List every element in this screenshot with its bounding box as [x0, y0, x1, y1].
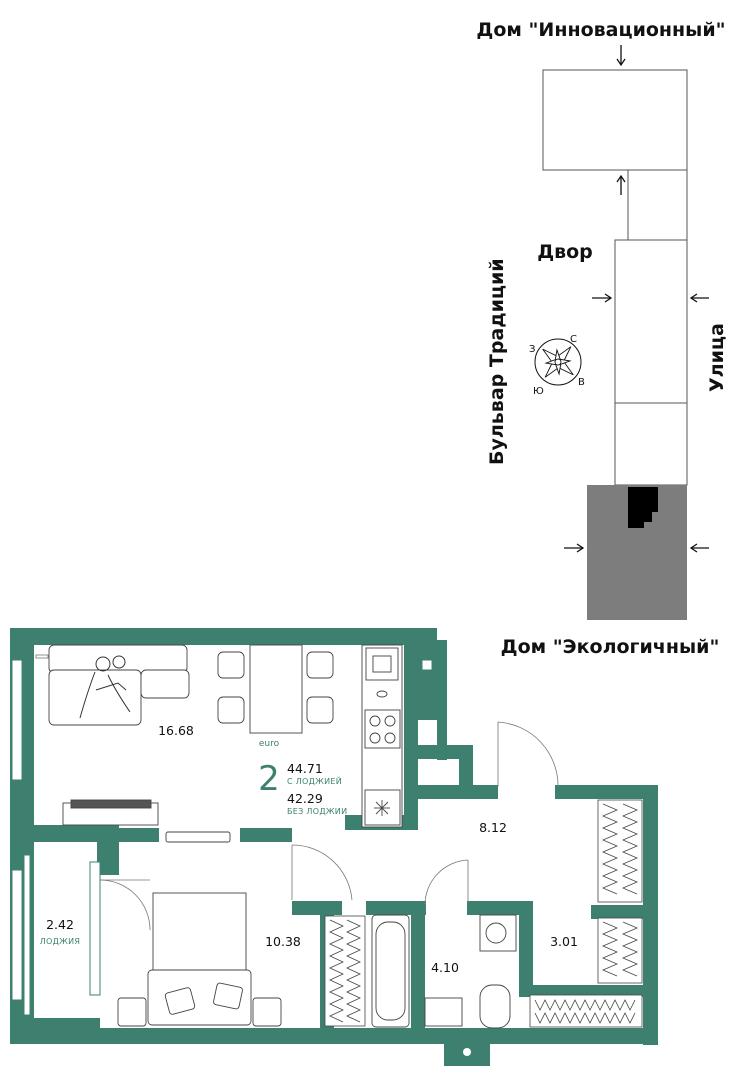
compass-rose: С В Ю З — [529, 334, 585, 397]
room-area-bathroom: 4.10 — [431, 960, 459, 975]
sofa-icon — [48, 669, 142, 726]
cooktop-icon — [364, 709, 401, 749]
bedroom-furniture — [117, 831, 282, 1027]
bathroom-fixtures — [371, 914, 517, 1029]
loggia-caption: ЛОДЖИЯ — [40, 937, 81, 946]
sofa-back-icon — [48, 644, 188, 674]
kitchen — [361, 644, 403, 828]
radiator-zigzag — [329, 919, 344, 1023]
tap-icon — [376, 690, 388, 698]
label-street: Улица — [706, 323, 728, 392]
chair-icon — [306, 696, 334, 724]
room-area-living: 16.68 — [158, 723, 194, 738]
label-yard: Двор — [537, 241, 593, 263]
site-plan: Дом "Инновационный" Двор Дом "Экологичны… — [476, 19, 728, 658]
compass-east: В — [578, 377, 585, 388]
radiator-zigzag — [621, 921, 639, 977]
room-area-loggia: 2.42 — [46, 917, 74, 932]
with-loggia-caption: С ЛОДЖИЕЙ — [287, 775, 342, 786]
without-loggia-caption: БЕЗ ЛОДЖИИ — [287, 807, 347, 816]
chair-icon — [217, 696, 245, 724]
radiator-zigzag — [601, 921, 619, 977]
compass-west: З — [529, 344, 535, 355]
room-area-hall: 8.12 — [479, 820, 507, 835]
radiator-zigzag — [346, 919, 361, 1023]
compass-north: С — [570, 334, 577, 345]
radiator-zigzag — [621, 803, 639, 895]
radiator-icon — [597, 917, 643, 984]
entrance-arrow-top — [616, 45, 626, 67]
radiator-icon — [324, 915, 366, 1027]
pillow-icon — [213, 982, 243, 1010]
building-section — [614, 239, 688, 486]
wall-lamp-icon — [165, 831, 231, 843]
label-dom-ekologichny: Дом "Экологичный" — [501, 636, 720, 658]
entry-marker-icon — [463, 1048, 471, 1056]
living-furniture — [48, 644, 334, 826]
entrance-arrow-connector — [616, 174, 626, 195]
nightstand-icon — [252, 997, 282, 1027]
doors — [35, 654, 559, 931]
people-sketch-icon — [79, 655, 131, 719]
apartment-location-marker — [628, 487, 658, 528]
radiator-zigzag-lines — [329, 803, 639, 1024]
label-dom-innovatsionny: Дом "Инновационный" — [476, 19, 725, 41]
nightstand-icon — [117, 997, 147, 1027]
washbasin-icon — [424, 997, 463, 1027]
radiator-zigzag — [601, 803, 619, 895]
apartment-info: euro 2 44.71 С ЛОДЖИЕЙ 42.29 БЕЗ ЛОДЖИИ — [258, 739, 347, 816]
pillow-icon — [164, 987, 196, 1015]
radiator-zigzag — [534, 999, 636, 1011]
room-area-bedroom: 10.38 — [265, 934, 301, 949]
entrance-arrows-side — [564, 293, 709, 553]
floor-plan: 16.68 10.38 8.12 4.10 3.01 2.42 ЛОДЖИЯ e… — [10, 628, 658, 1066]
chair-icon — [217, 651, 245, 679]
rooms-count: 2 — [258, 759, 280, 799]
chair-icon — [306, 651, 334, 679]
radiator-icon — [529, 994, 643, 1028]
compass-south: Ю — [533, 386, 544, 397]
radiator-zigzag — [534, 1012, 636, 1024]
label-bulvar-traditsiy: Бульвар Традиций — [486, 258, 508, 465]
area-without-loggia: 42.29 — [287, 791, 323, 806]
building-innovatsionny — [542, 69, 688, 171]
windows — [11, 659, 101, 1016]
building-connector — [627, 170, 688, 240]
dining-table-icon — [249, 644, 303, 734]
toilet-icon — [479, 984, 511, 1029]
area-with-loggia: 44.71 — [287, 761, 323, 776]
snowflake-icon — [374, 800, 390, 816]
apartment-type: euro — [259, 739, 280, 749]
vent-icon — [421, 659, 433, 671]
room-area-storage: 3.01 — [550, 934, 578, 949]
